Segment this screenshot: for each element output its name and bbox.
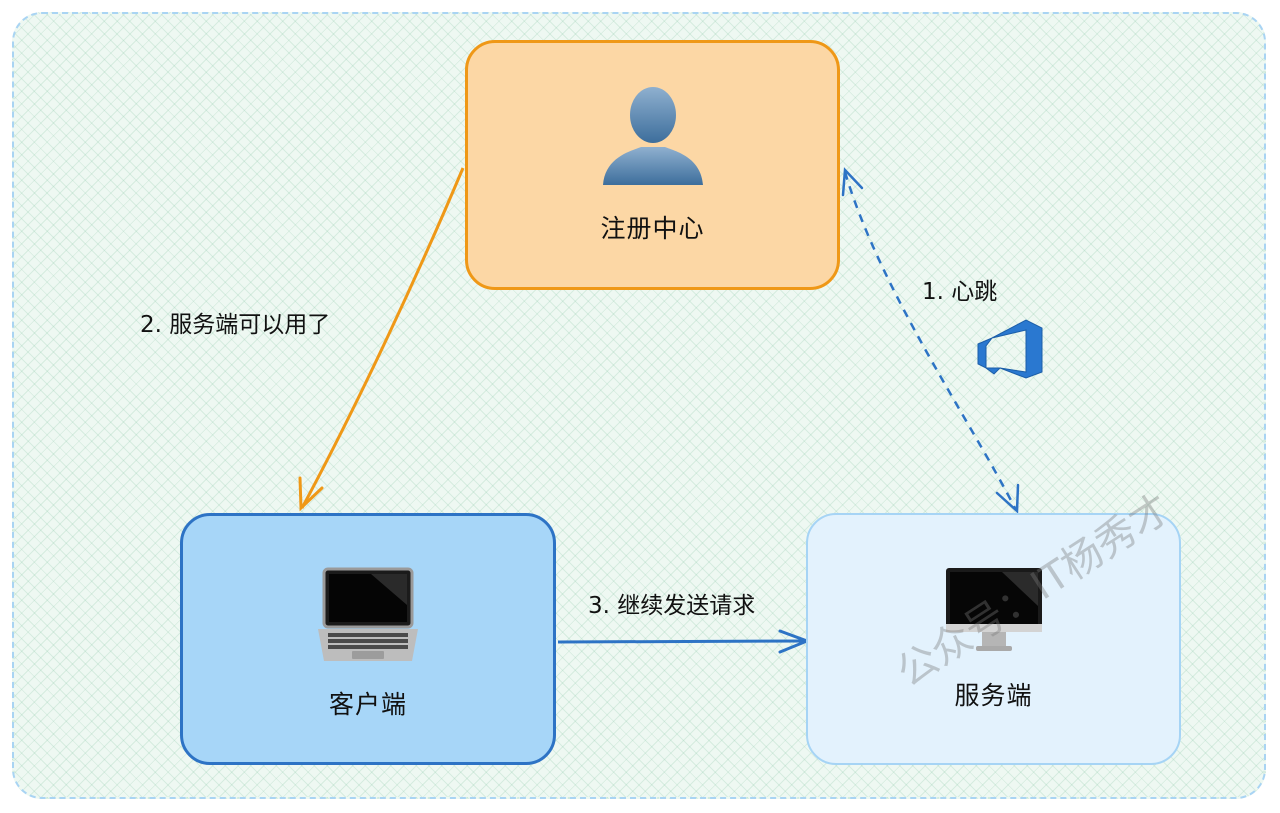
laptop-icon <box>318 567 418 661</box>
person-icon <box>602 87 703 185</box>
node-registry-label: 注册中心 <box>600 214 705 243</box>
edge-available-arrowhead <box>298 476 324 512</box>
edge-available-label: 2. 服务端可以用了 <box>140 312 331 338</box>
edge-heartbeat-arrowhead-top <box>841 167 864 197</box>
node-server-label: 服务端 <box>954 681 1033 710</box>
edge-heartbeat-arrowhead-bottom <box>995 483 1020 514</box>
node-client: 客户端 <box>180 513 556 765</box>
edge-request-line <box>557 639 807 644</box>
node-server: 服务端 <box>806 513 1181 765</box>
monitor-icon <box>945 568 1042 651</box>
node-client-label: 客户端 <box>328 690 407 719</box>
edge-request-label: 3. 继续发送请求 <box>588 593 756 619</box>
node-registry: 注册中心 <box>465 40 840 290</box>
edge-heartbeat-line <box>843 171 1018 511</box>
edge-heartbeat-label: 1. 心跳 <box>922 279 998 305</box>
azure-devops-icon <box>977 319 1043 379</box>
edge-available-line <box>300 167 465 509</box>
